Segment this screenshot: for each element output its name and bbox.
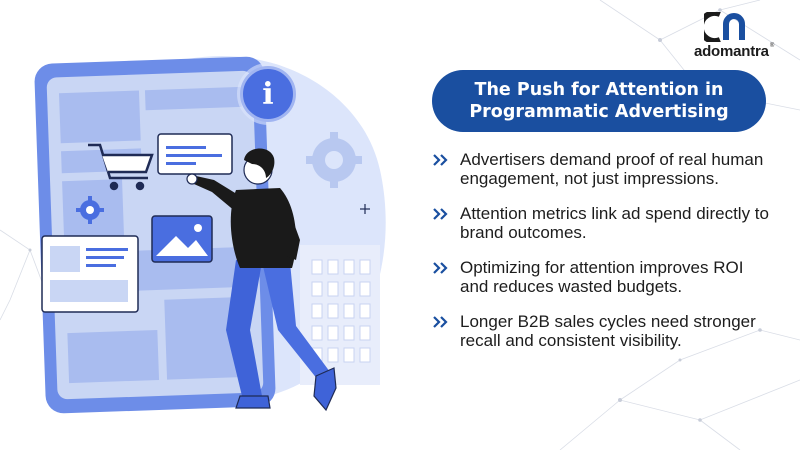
list-item: Longer B2B sales cycles need stronger re…: [432, 312, 772, 350]
double-chevron-right-icon: [433, 154, 448, 166]
list-item: Advertisers demand proof of real human e…: [432, 150, 772, 188]
hero-illustration: i: [34, 56, 386, 414]
text-card-top: [157, 133, 233, 175]
gear-icon: [76, 196, 104, 224]
list-item-text: Longer B2B sales cycles need stronger re…: [460, 312, 756, 350]
brand-logo: adomantra®: [676, 12, 792, 62]
list-item: Optimizing for attention improves ROI an…: [432, 258, 772, 296]
double-chevron-right-icon: [433, 208, 448, 220]
gear-icon: [306, 132, 362, 188]
page-title: The Push for Attention in Programmatic A…: [432, 70, 766, 132]
text-card-left: [41, 235, 139, 313]
sparkle-icon: [360, 204, 370, 214]
shopping-cart-icon: [88, 143, 154, 191]
bullet-list: Advertisers demand proof of real human e…: [432, 150, 772, 350]
double-chevron-right-icon: [433, 262, 448, 274]
double-chevron-right-icon: [433, 316, 448, 328]
building-shape: [300, 245, 380, 385]
person-figure: [186, 148, 337, 412]
list-item-text: Attention metrics link ad spend directly…: [460, 204, 769, 242]
info-icon: i: [237, 63, 299, 125]
list-item: Attention metrics link ad spend directly…: [432, 204, 772, 242]
image-icon: [151, 215, 213, 263]
brand-logo-icon: [704, 12, 745, 42]
brand-name: adomantra®: [693, 43, 775, 60]
page-title-text: The Push for Attention in Programmatic A…: [469, 80, 729, 122]
list-item-text: Advertisers demand proof of real human e…: [460, 150, 764, 188]
list-item-text: Optimizing for attention improves ROI an…: [460, 258, 744, 296]
svg-text:i: i: [262, 77, 273, 112]
